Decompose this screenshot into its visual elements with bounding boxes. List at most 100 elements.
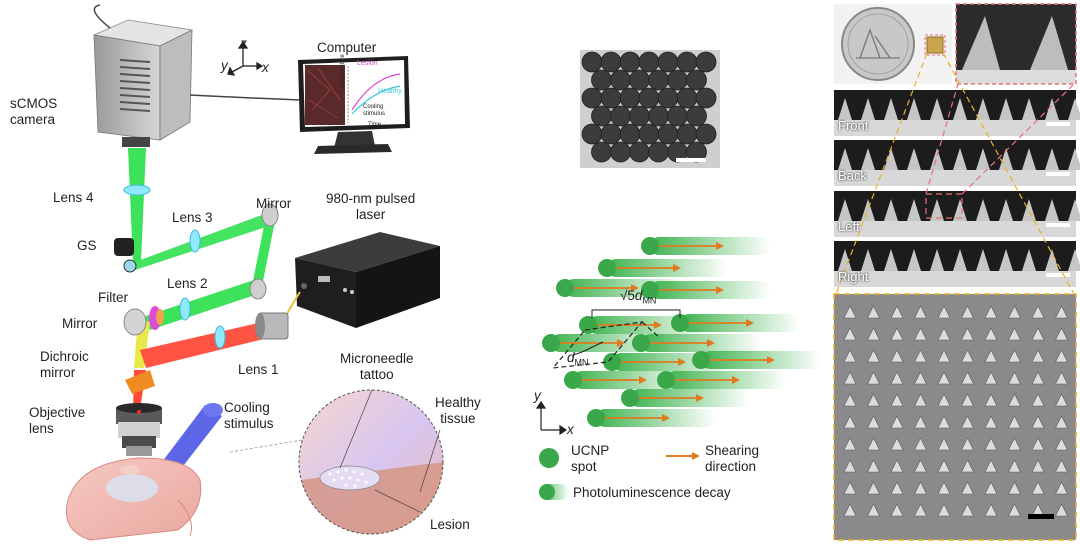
tem-image (580, 50, 720, 168)
label-mirror-left: Mirror (62, 316, 98, 331)
array-microneedle (914, 415, 927, 429)
microneedle-profile (953, 199, 967, 221)
microneedle-profile (1045, 249, 1059, 271)
microneedle-profile (838, 199, 852, 221)
array-microneedle (937, 349, 951, 363)
array-microneedle (843, 349, 857, 363)
microneedle-profile (1022, 249, 1036, 271)
array-microneedle (914, 393, 927, 407)
array-microneedle (961, 459, 974, 473)
nanoparticle (667, 105, 688, 127)
ucnp-spot (671, 314, 689, 332)
dichroic-mirror (125, 370, 155, 394)
mirror-left (123, 308, 147, 336)
array-microneedle (867, 393, 880, 407)
mn-subscript: MN (642, 295, 657, 306)
array-microneedle (867, 327, 880, 341)
array-microneedle (1055, 371, 1068, 385)
legend-ucnp-label: UCNP spot (571, 443, 610, 474)
nanoparticle (657, 123, 679, 145)
microneedle-profile (953, 98, 967, 120)
microneedle-profile (1045, 148, 1059, 170)
nanoparticle (629, 105, 650, 127)
axis-x-label: x (262, 60, 269, 75)
array-microneedle (984, 437, 998, 451)
array-microneedle (914, 437, 927, 451)
microneedle-profile (999, 98, 1013, 120)
nanoparticle (648, 105, 669, 127)
nanoparticle-grid (581, 51, 717, 163)
shearing-arrowhead (732, 376, 740, 384)
ucnp-spot (564, 371, 582, 389)
array-microneedle (984, 327, 998, 341)
array-microneedle (1008, 503, 1021, 517)
strip-scale-bar (1046, 172, 1070, 176)
array-microneedle (961, 481, 974, 495)
array-microneedle (1055, 393, 1068, 407)
microneedle-profile (838, 98, 852, 120)
label-laser: 980-nm pulsed laser (326, 191, 416, 222)
label-lens-4: Lens 4 (53, 190, 94, 205)
array-microneedle (914, 349, 927, 363)
shearing-arrowhead (678, 358, 686, 366)
array-microneedle (890, 393, 904, 407)
ucnp-spot (657, 371, 675, 389)
dmn-bracket (572, 341, 604, 356)
array-microneedle (1031, 459, 1045, 473)
filter (149, 306, 164, 330)
label-mirror-top: Mirror (256, 196, 292, 211)
array-microneedle (867, 481, 880, 495)
nanoparticle (638, 123, 660, 145)
array-microneedle (961, 415, 974, 429)
array-microneedle (1008, 371, 1021, 385)
ucnp-spot (587, 409, 605, 427)
array-microneedle (937, 481, 951, 495)
microneedle-profile (907, 199, 921, 221)
microneedle-profile (953, 249, 967, 271)
array-microneedle (867, 503, 880, 517)
monitor-healthy-label: Healthy (378, 88, 402, 95)
coordinate-axes-scheme (535, 400, 568, 436)
legend-ucnp-spot (539, 448, 559, 468)
microneedle-profile (1068, 249, 1080, 271)
array-microneedle (1008, 437, 1021, 451)
array-microneedle (1008, 327, 1021, 341)
array-microneedle (984, 459, 998, 473)
label-microneedle-tattoo: Microneedle tattoo (340, 351, 414, 382)
array-microneedle (867, 371, 880, 385)
laser-collimator (255, 312, 289, 340)
nanoparticle (686, 105, 707, 127)
microneedle-profile (1022, 98, 1036, 120)
nanoparticle (591, 141, 612, 163)
strip-scale-bar (1046, 273, 1070, 277)
ucnp-spot (632, 334, 650, 352)
array-microneedle (937, 305, 951, 319)
microneedle-profile (1068, 98, 1080, 120)
legend-shearing-label: Shearing direction (705, 443, 760, 474)
microneedle-profile (884, 249, 898, 271)
microneedle-profile (930, 148, 944, 170)
array-microneedle (984, 393, 998, 407)
nanoparticle (591, 105, 612, 127)
ucnp-spot (603, 353, 621, 371)
lens-4 (123, 184, 151, 196)
nanoparticle (695, 123, 717, 145)
nanoparticle (610, 69, 631, 91)
computer-monitor (298, 56, 410, 154)
array-microneedle (1008, 305, 1021, 319)
ucnp-spot (641, 281, 659, 299)
shearing-arrowhead (654, 321, 662, 329)
ucnp-spot (692, 351, 710, 369)
monitor-time-label: Time (368, 122, 382, 128)
shearing-scheme (535, 237, 821, 500)
array-microneedle (1031, 437, 1045, 451)
array-microneedle (843, 437, 857, 451)
ucnp-spot (621, 389, 639, 407)
nanoparticle (619, 51, 641, 73)
array-microneedle (914, 459, 927, 473)
gs-scanner (114, 238, 137, 273)
legend-decay-swatch (539, 484, 569, 500)
array-microneedle (843, 459, 857, 473)
shearing-arrowhead (767, 356, 775, 364)
